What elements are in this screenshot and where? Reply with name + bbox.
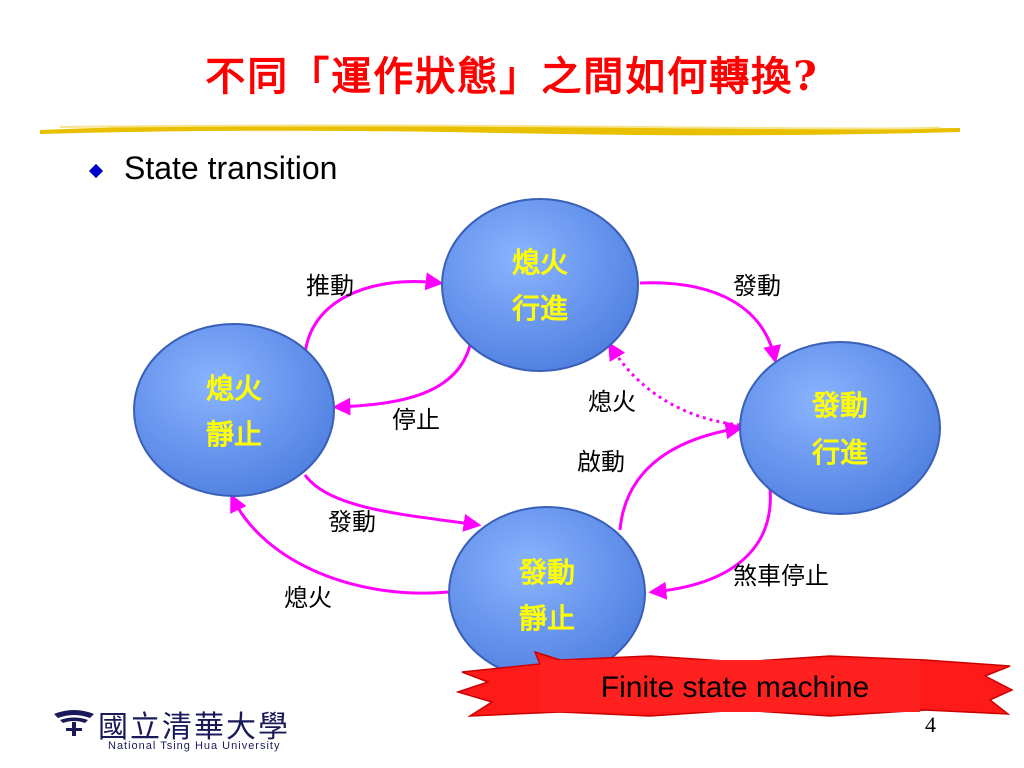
logo-english-name: National Tsing Hua University (108, 740, 281, 752)
label-push: 推動 (306, 272, 354, 300)
state-off-stopped: 熄火 靜止 (133, 323, 335, 497)
label-start-bottom: 發動 (328, 508, 376, 536)
label-start-top: 發動 (733, 272, 781, 300)
label-stop: 停止 (392, 406, 440, 434)
arrow-launch (618, 421, 744, 531)
title-underline (40, 124, 960, 136)
arrow-start-top (639, 281, 781, 364)
label-off-bottom: 熄火 (284, 584, 332, 612)
logo-chinese-name: 國立清華大學 (98, 710, 290, 745)
arrow-push (303, 272, 444, 356)
svg-text:發動: 發動 (811, 389, 868, 422)
svg-text:Finite state machine: Finite state machine (601, 671, 869, 704)
state-off-moving: 熄火 行進 (441, 198, 639, 372)
arrow-off-bottom (230, 493, 449, 595)
bullet-state-transition: State transition (124, 150, 338, 186)
page-number: 4 (925, 712, 936, 737)
university-logo: 國立清華大學 National Tsing Hua University (52, 702, 312, 762)
arrow-start-bottom (303, 474, 482, 532)
svg-text:靜止: 靜止 (206, 418, 262, 451)
arrow-brake-stop (648, 487, 772, 600)
arrow-stop (332, 334, 474, 416)
svg-text:熄火: 熄火 (206, 372, 262, 405)
slide-title: 不同「運作狀態」之間如何轉換? (205, 53, 819, 100)
label-off-dotted: 熄火 (588, 388, 636, 416)
svg-text:行進: 行進 (511, 292, 568, 325)
nthu-emblem-icon (54, 710, 94, 736)
svg-text:熄火: 熄火 (512, 246, 568, 279)
state-on-moving: 發動 行進 (739, 341, 941, 515)
svg-text:靜止: 靜止 (519, 602, 575, 635)
label-launch: 啟動 (577, 448, 625, 476)
svg-text:發動: 發動 (518, 556, 575, 589)
finite-state-machine-banner: Finite state machine (455, 650, 1014, 717)
svg-text:行進: 行進 (811, 436, 868, 469)
state-on-stopped: 發動 靜止 (448, 506, 646, 680)
label-brake-stop: 煞車停止 (733, 562, 829, 590)
